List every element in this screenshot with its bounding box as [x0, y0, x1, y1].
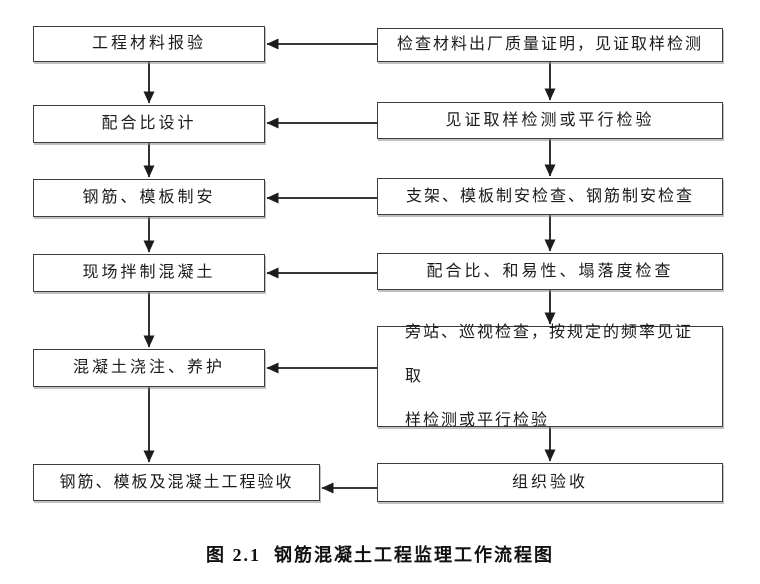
box-label: 钢筋、模板及混凝土工程验收: [59, 473, 294, 491]
box-label: 见证取样检测或平行检验: [445, 111, 655, 129]
figure-caption: 图 2.1 钢筋混凝土工程监理工作流程图: [206, 545, 554, 565]
box-material-submission: 工程材料报验: [33, 26, 265, 62]
box-label: 支架、模板制安检查、钢筋制安检查: [405, 187, 694, 205]
box-label: 检查材料出厂质量证明，见证取样检测: [396, 36, 703, 54]
box-onsite-concrete-mixing: 现场拌制混凝土: [33, 254, 265, 292]
box-support-formwork-rebar-check: 支架、模板制安检查、钢筋制安检查: [377, 178, 723, 215]
box-label: 组织验收: [511, 473, 588, 491]
box-label: 现场拌制混凝土: [82, 264, 216, 282]
horizontal-arrows: [266, 38, 378, 494]
box-label: 混凝土浇注、养护: [72, 359, 225, 377]
box-label: 工程材料报验: [91, 35, 206, 53]
box-side-station-patrol-check: 旁站、巡视检查，按规定的频率见证取 样检测或平行检验: [377, 324, 723, 429]
box-label: 配合比设计: [101, 115, 197, 133]
box-rebar-formwork-install: 钢筋、模板制安: [33, 179, 265, 217]
box-works-acceptance: 钢筋、模板及混凝土工程验收: [33, 464, 320, 501]
box-witness-sampling-test: 见证取样检测或平行检验: [377, 102, 723, 139]
box-organize-acceptance: 组织验收: [377, 463, 723, 502]
box-mix-workability-slump-check: 配合比、和易性、塌落度检查: [377, 253, 723, 290]
box-label: 配合比、和易性、塌落度检查: [426, 262, 674, 280]
box-factory-certificate-check: 检查材料出厂质量证明，见证取样检测: [377, 28, 723, 62]
box-concrete-pouring-curing: 混凝土浇注、养护: [33, 349, 265, 387]
box-mix-ratio-design: 配合比设计: [33, 105, 265, 143]
box-label: 旁站、巡视检查，按规定的频率见证取 样检测或平行检验: [405, 323, 694, 429]
box-label: 钢筋、模板制安: [82, 189, 216, 207]
